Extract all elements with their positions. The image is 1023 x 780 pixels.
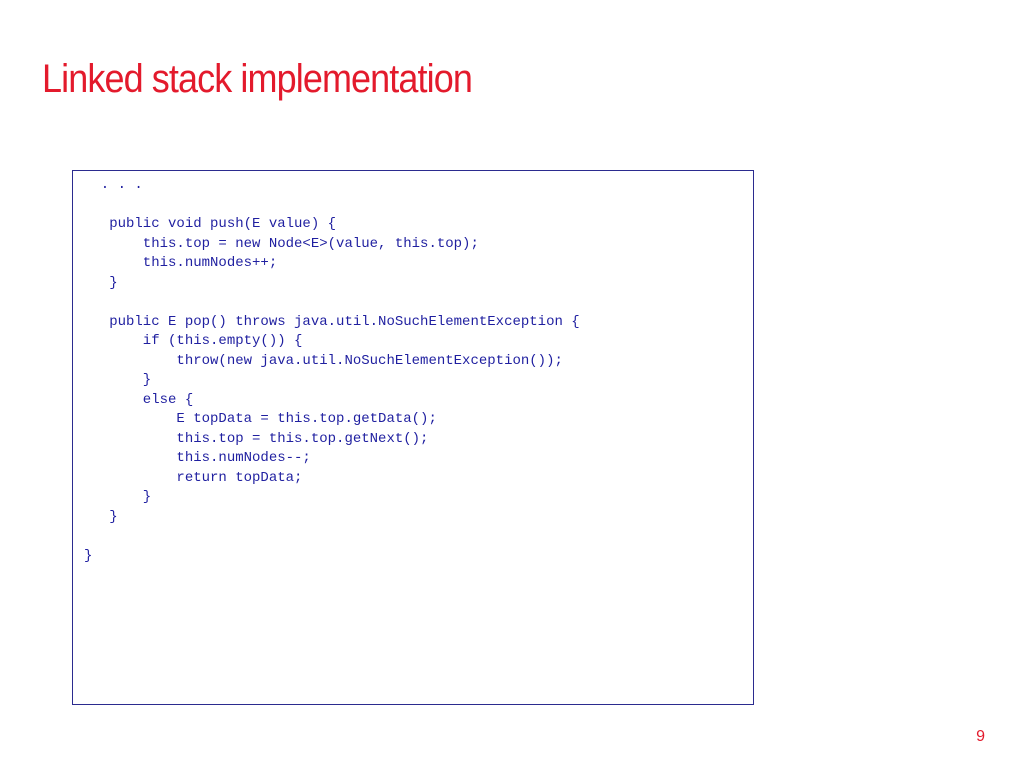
code-line: return topData; [84, 469, 303, 486]
code-line: } [84, 274, 118, 291]
code-line: this.top = new Node<E>(value, this.top); [84, 235, 479, 252]
code-line: } [84, 547, 93, 564]
code-line: this.top = this.top.getNext(); [84, 430, 429, 447]
code-block: . . . public void push(E value) { this.t… [84, 176, 580, 566]
code-line [84, 527, 580, 547]
code-line: this.numNodes--; [84, 450, 311, 466]
code-line: public E pop() throws java.util.NoSuchEl… [84, 313, 580, 330]
code-line: this.numNodes++; [84, 255, 278, 271]
code-line: else { [84, 391, 194, 408]
code-line: if (this.empty()) { [84, 333, 303, 349]
code-line [84, 196, 580, 216]
code-line: } [84, 489, 152, 505]
code-line: } [84, 508, 118, 525]
code-line: throw(new java.util.NoSuchElementExcepti… [84, 352, 563, 369]
code-box [72, 170, 754, 705]
code-line: E topData = this.top.getData(); [84, 411, 437, 427]
code-line: } [84, 372, 152, 388]
code-line: . . . [84, 177, 143, 193]
code-line [84, 293, 580, 313]
code-line: public void push(E value) { [84, 216, 337, 232]
page-number: 9 [976, 728, 985, 745]
slide-title: Linked stack implementation [42, 57, 473, 101]
